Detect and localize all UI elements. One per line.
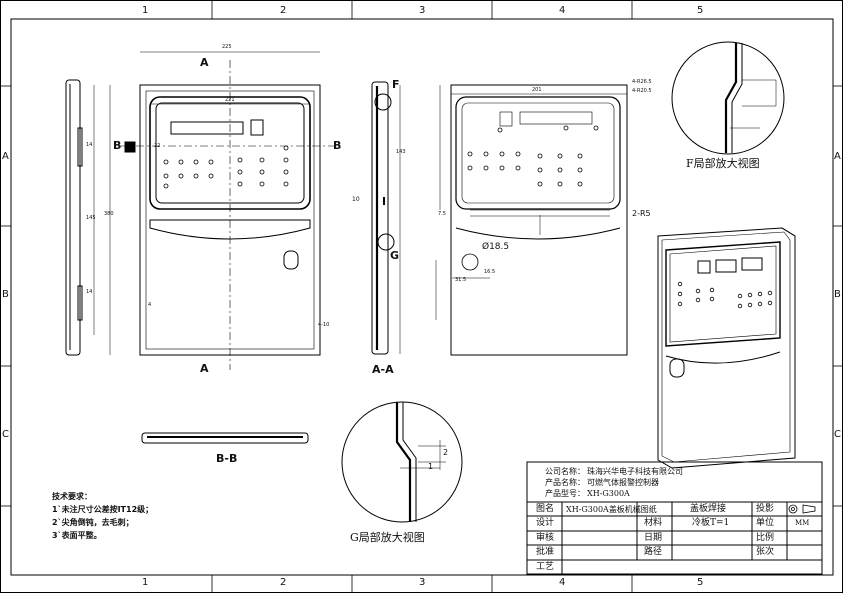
tb-sheet-label: 张次	[756, 547, 775, 557]
back-dim-r20: 4-R20.5	[632, 88, 652, 94]
back-view	[435, 84, 628, 356]
front-dim-inner: 221	[225, 97, 235, 103]
tb-material: 冷板T=1	[692, 518, 730, 528]
isometric-view	[657, 227, 796, 469]
front-dim-left: 22	[154, 143, 161, 149]
back-dim-r26: 4-R26.5	[632, 79, 652, 85]
tb-date-label: 日期	[644, 533, 663, 543]
row-label-a-right: A	[834, 151, 841, 162]
front-view	[109, 51, 340, 370]
section-aa-title: A-A	[372, 363, 394, 376]
tb-path-label: 路径	[644, 547, 663, 557]
tb-projection: 投影	[756, 504, 775, 514]
col-label-1-bottom: 1	[142, 577, 149, 588]
col-label-2-top: 2	[280, 5, 287, 16]
detail-g-title: G局部放大视图	[350, 531, 425, 544]
row-label-a-left: A	[2, 151, 9, 162]
tb-r1-label: 图名	[536, 504, 555, 514]
col-label-5-bottom: 5	[697, 577, 704, 588]
back-dim-31-5: 31.5	[455, 277, 467, 283]
tb-unit-label: 单位	[756, 518, 775, 528]
section-aa-dim-143: 143	[396, 149, 406, 155]
back-dim-2r5: 2-R5	[632, 209, 651, 218]
tech-item-2: 2`尖角倒钝，去毛刺；	[52, 518, 134, 527]
front-section-a-bottom: A	[200, 362, 209, 375]
tb-unit: MM	[795, 519, 810, 527]
side-view	[65, 79, 95, 356]
front-note-4-10: 4-10	[318, 322, 330, 328]
tb-review: 审核	[536, 533, 555, 543]
back-hole-dots	[467, 125, 599, 187]
back-dim-18-5: Ø18.5	[482, 242, 510, 252]
detail-g	[341, 401, 463, 523]
front-dim-height: 380	[104, 211, 114, 217]
detail-f	[671, 41, 785, 155]
tb-design: 设计	[536, 518, 555, 528]
iso-dots	[677, 281, 773, 309]
col-label-1-top: 1	[142, 5, 149, 16]
detail-g-dim-2: 2	[443, 448, 449, 457]
tb-product-label: 产品名称：	[545, 478, 585, 487]
front-section-b-left: B	[113, 139, 122, 152]
col-label-3-bottom: 3	[419, 577, 426, 588]
tb-company-label: 公司名称：	[545, 467, 585, 476]
section-aa-label-f: F	[392, 78, 400, 91]
row-label-c-left: C	[2, 429, 9, 440]
tb-product: 可燃气体报警控制器	[587, 478, 659, 487]
section-bb-title: B-B	[216, 452, 238, 465]
front-led-dots	[163, 145, 289, 189]
tb-scale-label: 比例	[756, 533, 775, 543]
back-dim-201: 201	[532, 87, 542, 93]
front-section-b-right: B	[333, 139, 342, 152]
section-b-b	[141, 432, 309, 444]
section-a-a	[371, 81, 401, 355]
row-label-b-right: B	[834, 289, 841, 300]
tech-title: 技术要求：	[52, 492, 92, 501]
detail-f-title: F局部放大视图	[686, 157, 760, 170]
front-note-4: 4	[148, 302, 152, 308]
tech-item-3: 3`表面平整。	[52, 531, 102, 540]
tb-company: 珠海兴华电子科技有限公司	[587, 467, 683, 476]
front-dim-width: 225	[222, 44, 232, 50]
side-dim-1: 14	[86, 142, 93, 148]
tb-model-label: 产品型号：	[545, 489, 585, 498]
row-label-c-right: C	[834, 429, 841, 440]
side-dim-2: 145	[86, 215, 96, 221]
tb-craft: 工艺	[536, 562, 555, 572]
tb-drawing-name: XH-G300A盖板机械图纸	[566, 505, 657, 514]
tb-material-label: 材料	[644, 518, 663, 528]
row-label-b-left: B	[2, 289, 9, 300]
col-label-3-top: 3	[419, 5, 426, 16]
col-label-2-bottom: 2	[280, 577, 287, 588]
back-dim-16-5: 16.5	[484, 269, 496, 275]
tb-approve: 批准	[536, 547, 555, 557]
front-section-a-top: A	[200, 56, 209, 69]
title-block-grid	[526, 461, 823, 575]
col-label-4-top: 4	[559, 5, 566, 16]
detail-g-dim-1: 1	[428, 462, 434, 471]
col-label-4-bottom: 4	[559, 577, 566, 588]
tech-item-1: 1`未注尺寸公差按IT12级；	[52, 505, 154, 514]
section-aa-dim-10: 10	[352, 196, 360, 203]
col-label-5-top: 5	[697, 5, 704, 16]
back-dim-7-5: 7.5	[438, 211, 446, 217]
side-dim-3: 14	[86, 289, 93, 295]
tb-process: 盖板焊接	[690, 504, 727, 514]
section-aa-label-g: G	[390, 249, 400, 262]
tb-model: XH-G300A	[587, 489, 630, 498]
